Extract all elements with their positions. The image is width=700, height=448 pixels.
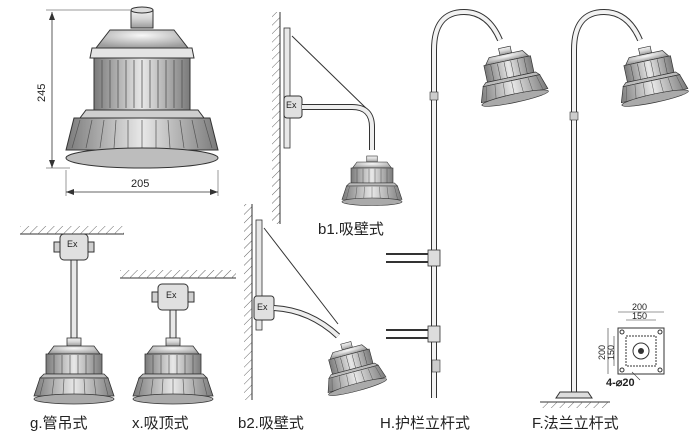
main-lamp (46, 6, 219, 196)
height-dimension-label: 245 (36, 83, 48, 102)
b1-wall-mount (272, 12, 403, 224)
g-pipe-pendant (20, 226, 124, 405)
b1-box-mark: Ex (286, 100, 297, 110)
label-b2: b2.吸壁式 (238, 415, 304, 432)
flange-hole-spec: 4-⌀20 (606, 377, 635, 389)
label-b1: b1.吸壁式 (318, 221, 384, 238)
flange-dim-150-top: 150 (632, 311, 648, 321)
b2-box-mark: Ex (257, 302, 268, 312)
x-box-mark: Ex (166, 290, 177, 300)
label-h: H.护栏立杆式 (380, 415, 471, 432)
x-ceiling-mount (120, 270, 236, 405)
b2-wall-mount (244, 204, 388, 400)
flange-dim-200-top: 200 (632, 302, 648, 312)
h-guardrail-pole (386, 8, 550, 398)
flange-dim-150-side: 150 (606, 344, 616, 360)
label-x: x.吸顶式 (132, 415, 189, 432)
label-g: g.管吊式 (30, 415, 88, 432)
f-flange-pole (540, 8, 690, 408)
width-dimension-label: 205 (131, 178, 150, 190)
g-box-mark: Ex (67, 239, 78, 249)
label-f: F.法兰立杆式 (532, 415, 619, 432)
